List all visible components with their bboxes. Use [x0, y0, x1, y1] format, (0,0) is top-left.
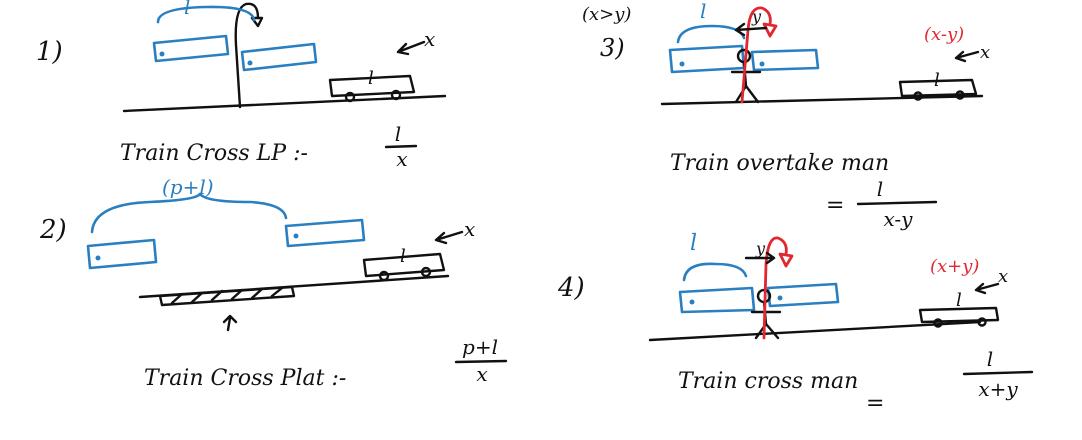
case-1-ground-line — [122, 94, 447, 113]
case-1-speed: x — [424, 27, 435, 51]
case-1-frac-den: x — [396, 147, 407, 171]
case-4-length-label: l — [690, 231, 697, 256]
case-4-equals: = — [866, 391, 884, 416]
case-3-relative-speed: (x-y) — [924, 24, 964, 45]
case-2-frac-num: p+l — [462, 335, 498, 359]
case-3-result: Train overtake man — [670, 151, 889, 176]
case-2-speed: x — [464, 217, 475, 241]
case-3-frac-den: x-y — [884, 207, 914, 231]
case-4: 4) l y (x+y) x l Train cross man = l x+y — [557, 231, 1034, 416]
case-1-train — [152, 5, 318, 72]
case-3-car — [898, 78, 978, 101]
case-4-frac-num: l — [987, 347, 993, 371]
case-3-condition: (x>y) — [582, 4, 631, 25]
lamp-head-icon — [250, 16, 264, 28]
case-4-man-arrow — [744, 251, 776, 265]
case-3-lamp-post — [740, 6, 772, 104]
case-4-relative-speed: (x+y) — [930, 256, 979, 277]
case-4-lamp-head-icon — [778, 252, 794, 268]
case-3-number: 3) — [600, 34, 625, 62]
case-2-result: Train Cross Plat :- — [144, 366, 346, 391]
case-3-equals: = — [826, 193, 844, 218]
case-3-man-arrow — [734, 22, 768, 37]
case-2-direction-arrow — [434, 230, 464, 245]
case-2-car-length: l — [400, 246, 406, 267]
case-1-number: 1) — [36, 37, 63, 67]
case-3-lamp-head-icon — [762, 22, 778, 38]
case-3: (x>y) 3) l y (x-y) x l Train overtake ma… — [582, 0, 990, 231]
case-4-lamp-post — [762, 236, 788, 340]
case-2-span-label: (p+l) — [162, 175, 214, 199]
platform — [158, 285, 296, 307]
case-1-car — [328, 74, 416, 103]
case-2-train — [86, 218, 366, 270]
case-4-ground-line — [648, 320, 982, 342]
case-2-span-brace — [90, 192, 288, 234]
case-4-number: 4) — [557, 273, 585, 303]
case-1-result: Train Cross LP :- — [120, 141, 308, 166]
case-2-frac-bar — [454, 359, 508, 364]
platform-pointer-arrow — [222, 314, 238, 332]
case-3-frac-bar — [856, 200, 938, 206]
case-4-car-length: l — [956, 290, 962, 311]
case-3-frac-num: l — [877, 177, 883, 201]
case-3-length-label: l — [700, 0, 706, 23]
case-4-direction-arrow — [974, 282, 1000, 295]
case-4-car — [918, 306, 1000, 328]
case-2-number: 2) — [39, 215, 67, 245]
case-4-result: Train cross man — [678, 369, 858, 394]
case-1-frac-num: l — [395, 122, 401, 146]
lamp-post — [234, 2, 260, 109]
case-2-car — [362, 252, 446, 282]
case-1-length-brace — [156, 5, 256, 24]
case-1-length-label: l — [184, 0, 190, 19]
case-1-frac-bar — [384, 144, 418, 149]
case-4-frac-bar — [962, 370, 1034, 376]
case-1-direction-arrow — [396, 40, 426, 56]
case-4-man-speed: y — [755, 239, 766, 258]
case-3-direction-arrow — [954, 50, 980, 63]
case-2: 2) (p+l) l x Train Cross Plat :- p+l x — [39, 175, 508, 391]
case-3-length-brace — [676, 24, 746, 44]
case-4-frac-den: x+y — [978, 377, 1018, 401]
case-2-frac-den: x — [476, 362, 487, 386]
case-3-speed: x — [980, 42, 990, 63]
case-3-ground-line — [660, 94, 984, 106]
case-3-car-length: l — [934, 70, 940, 91]
case-1: 1) l l x Train Cross LP :- l x — [36, 0, 447, 171]
case-4-speed: x — [998, 266, 1008, 287]
case-4-length-brace — [682, 262, 748, 282]
case-3-man-speed: y — [751, 7, 762, 26]
case-1-car-length: l — [368, 68, 374, 89]
